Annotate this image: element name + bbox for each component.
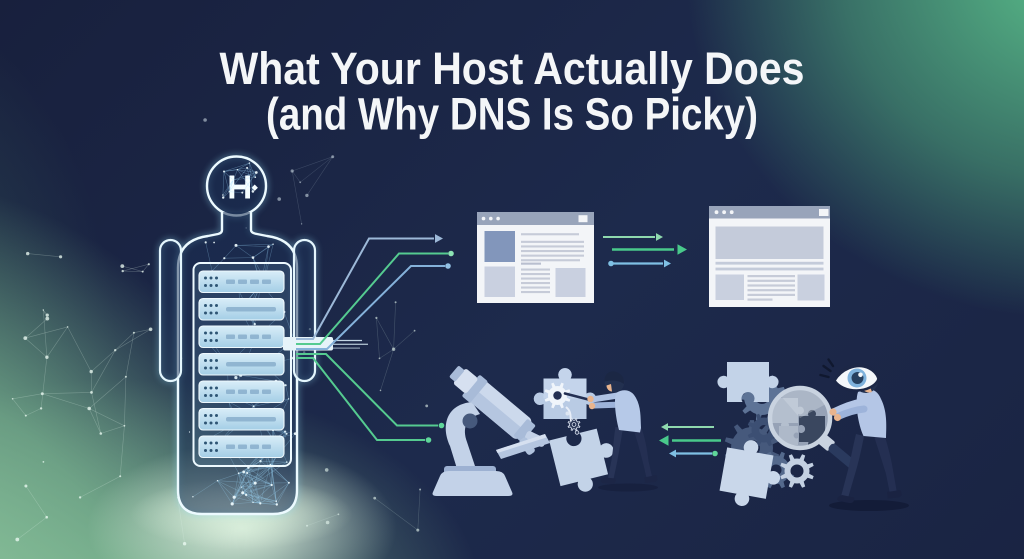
svg-text:What Your Host Actually Does: What Your Host Actually Does (220, 43, 805, 94)
svg-text:(and Why DNS Is So Picky): (and Why DNS Is So Picky) (266, 89, 758, 140)
